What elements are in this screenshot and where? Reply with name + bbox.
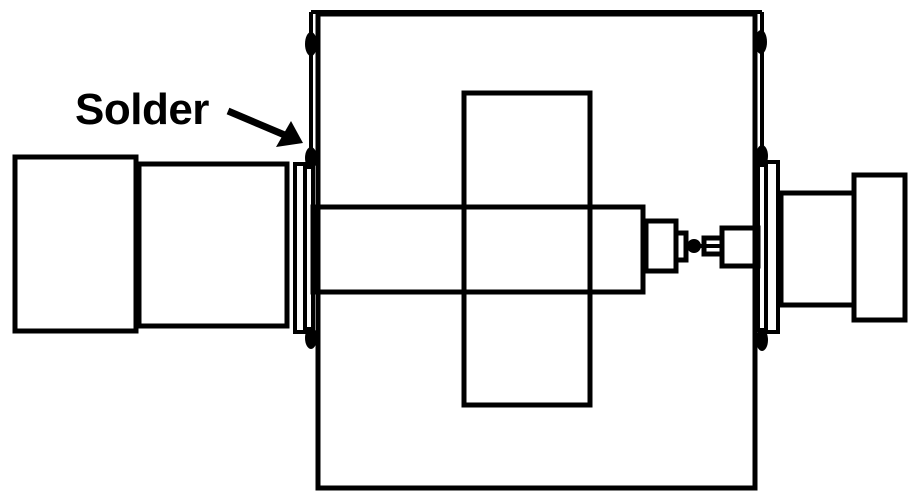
rotor-block	[461, 90, 593, 408]
solder-joint-left-upper	[305, 147, 317, 169]
solder-joint-right-lower	[756, 329, 768, 351]
left-motor-end-block	[12, 154, 139, 334]
coupling-left-hub	[643, 218, 679, 274]
solder-joint-left-lower	[305, 327, 317, 349]
solder-arrow	[226, 107, 303, 147]
solder-joint-top-right	[755, 30, 767, 54]
shaft	[310, 204, 646, 295]
solder-joint-top-left	[305, 32, 317, 56]
left-motor-body	[136, 161, 290, 329]
solder-label: Solder	[75, 85, 209, 134]
coupling-pin	[687, 239, 701, 253]
coupling-left-collar	[673, 230, 689, 263]
solder-joint-right-upper	[756, 145, 768, 167]
right-device-body	[778, 190, 857, 308]
right-flange-outer	[764, 160, 780, 334]
right-device-cap	[851, 172, 908, 323]
